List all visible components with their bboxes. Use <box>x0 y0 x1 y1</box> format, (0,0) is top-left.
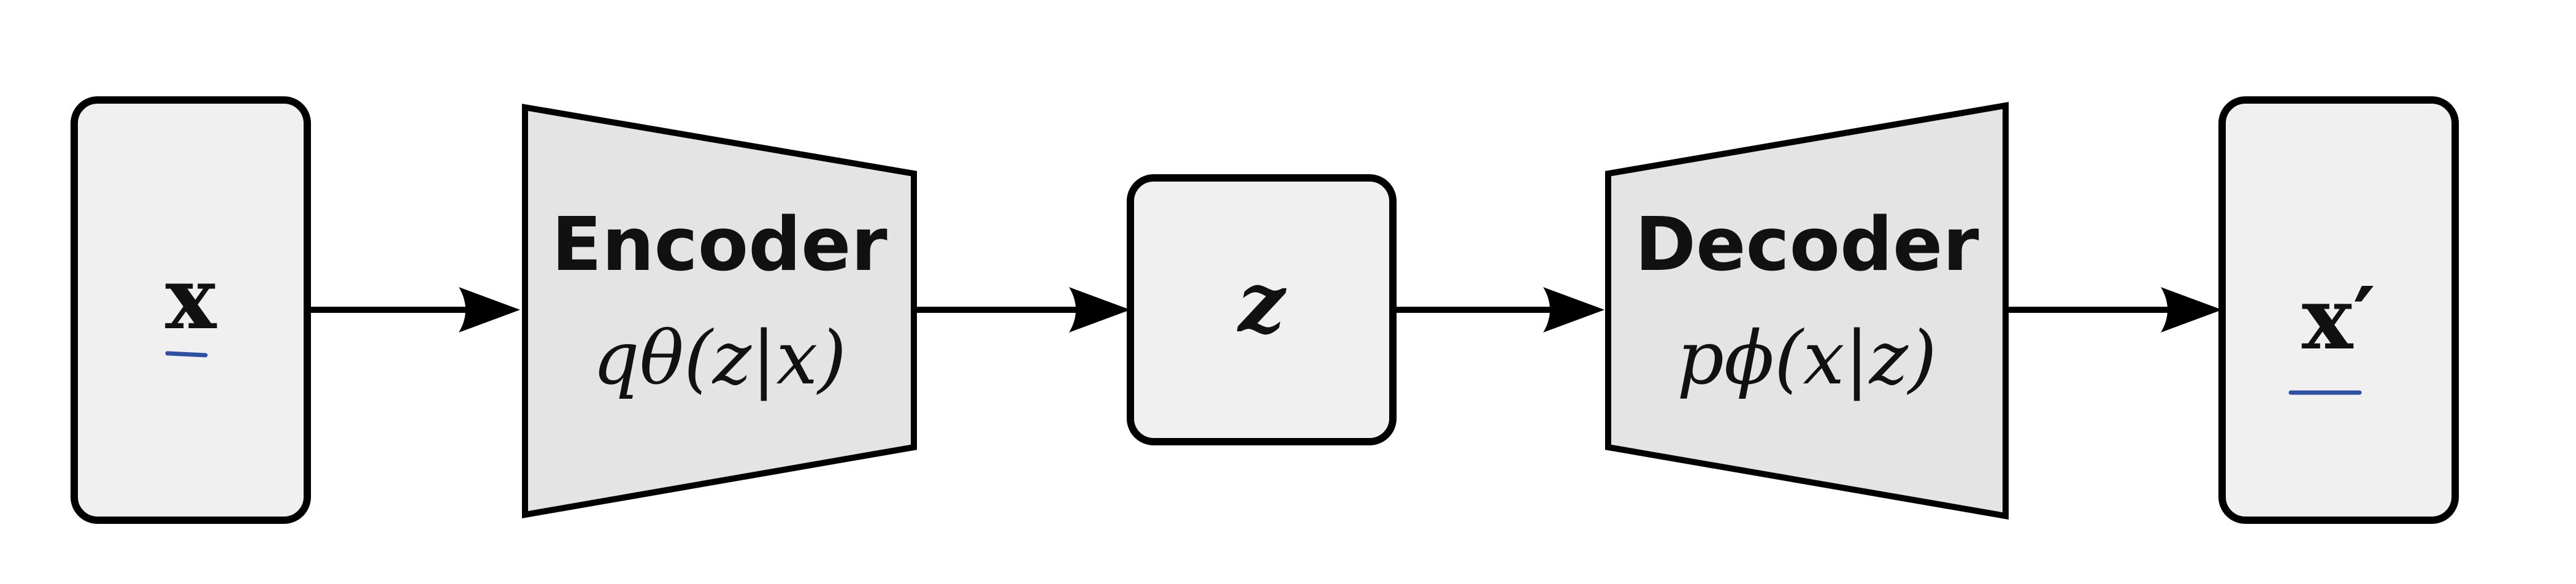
encoder-formula: qθ(z|x) <box>592 316 846 401</box>
decoder-shape <box>1605 102 2009 520</box>
arrow-head <box>1069 287 1130 332</box>
output-label: x′ <box>2302 269 2375 369</box>
decoder-formula: pϕ(x|z) <box>1677 316 1937 401</box>
output-box <box>2218 96 2459 524</box>
arrow-head <box>1543 287 1604 332</box>
decoder-title: Decoder <box>1635 202 1979 288</box>
input-node: x <box>71 96 311 524</box>
arrow-head <box>2161 287 2222 332</box>
arrow-decoder-to-output <box>2006 287 2222 332</box>
encoder-shape <box>522 104 917 518</box>
encoder-title: Encoder <box>551 202 887 288</box>
arrow-head <box>459 287 520 332</box>
input-label: x <box>165 248 217 349</box>
encoder-node: Encoder qθ(z|x) <box>522 104 917 518</box>
arrow-input-to-encoder <box>307 287 520 332</box>
output-node: x′ <box>2218 96 2459 524</box>
decoder-node: Decoder pϕ(x|z) <box>1605 102 2009 520</box>
arrow-encoder-to-latent <box>914 287 1130 332</box>
latent-label: z <box>1237 253 1287 351</box>
input-underline <box>165 351 208 358</box>
latent-node: z <box>1127 174 1397 445</box>
arrow-latent-to-decoder <box>1393 287 1604 332</box>
